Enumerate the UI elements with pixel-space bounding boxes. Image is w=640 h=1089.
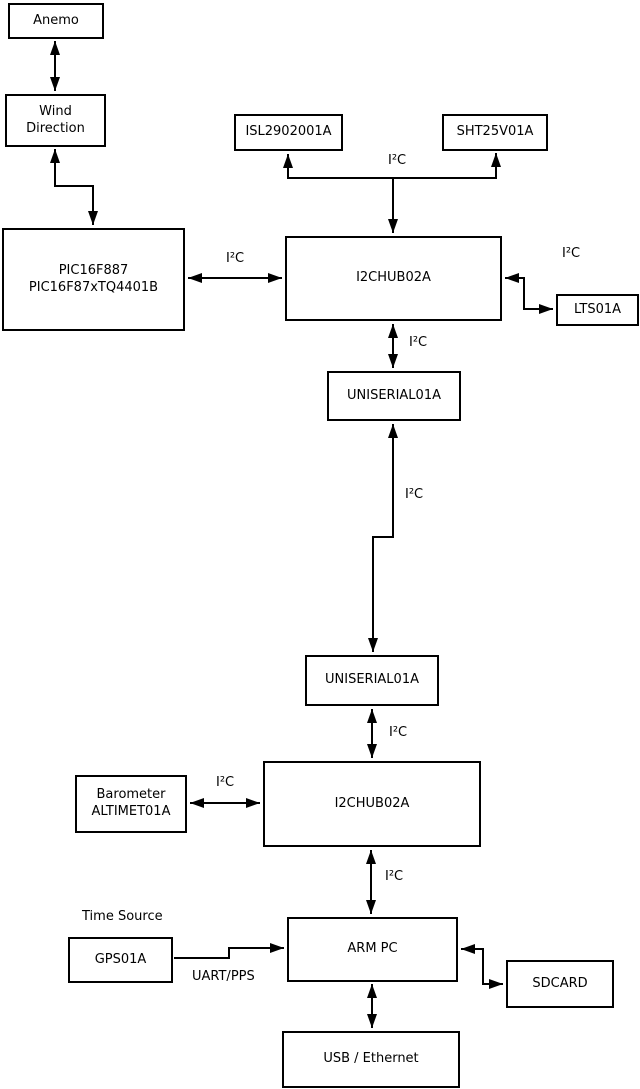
node-wind-direction-label-line2: Direction bbox=[26, 120, 85, 136]
node-usb-ethernet: USB / Ethernet bbox=[282, 1031, 460, 1088]
node-wind-direction: Wind Direction bbox=[5, 94, 106, 147]
node-uniserial-1: UNISERIAL01A bbox=[327, 371, 461, 421]
node-i2chub-2-label: I2CHUB02A bbox=[334, 795, 410, 811]
node-uniserial-2-label: UNISERIAL01A bbox=[325, 672, 419, 688]
node-uniserial-1-label: UNISERIAL01A bbox=[347, 387, 441, 403]
node-sdcard: SDCARD bbox=[506, 960, 614, 1008]
node-i2chub-2: I2CHUB02A bbox=[263, 761, 481, 847]
node-armpc-label: ARM PC bbox=[347, 941, 398, 957]
node-anemo: Anemo bbox=[8, 3, 104, 39]
node-barometer-label-line2: ALTIMET01A bbox=[91, 804, 171, 819]
node-pic: PIC16F887 PIC16F87xTQ4401B bbox=[2, 228, 185, 331]
edge-label-i2c-hub1-uni1: I²C bbox=[409, 335, 428, 350]
node-sdcard-label: SDCARD bbox=[532, 975, 588, 991]
node-pic-label-line2: PIC16F87xTQ4401B bbox=[28, 279, 159, 295]
edge-label-i2c-baro-hub2: I²C bbox=[216, 775, 235, 790]
node-pic-label-line1: PIC16F887 bbox=[58, 262, 129, 278]
node-isl: ISL2902001A bbox=[234, 114, 343, 151]
node-i2chub-1: I2CHUB02A bbox=[285, 236, 502, 321]
node-anemo-label: Anemo bbox=[33, 12, 79, 28]
node-uniserial-2: UNISERIAL01A bbox=[305, 655, 439, 706]
edge-label-i2c-pic-hub1: I²C bbox=[226, 251, 245, 266]
node-barometer-label-line1: Barometer bbox=[96, 787, 166, 803]
edge-label-uart-pps: UART/PPS bbox=[192, 969, 255, 984]
connector-armpc-sdcard bbox=[461, 944, 503, 989]
edge-label-i2c-hub1-lts: I²C bbox=[562, 246, 581, 261]
connector-gps-armpc bbox=[174, 943, 284, 959]
node-gps: GPS01A bbox=[68, 937, 173, 983]
annotation-time-source: Time Source bbox=[82, 909, 163, 924]
node-lts: LTS01A bbox=[556, 294, 639, 326]
connector-wind-pic bbox=[50, 149, 98, 225]
node-sht: SHT25V01A bbox=[442, 114, 548, 151]
connector-uniserial1-uniserial2 bbox=[368, 424, 398, 652]
node-i2chub-1-label: I2CHUB02A bbox=[356, 270, 431, 286]
node-isl-label: ISL2902001A bbox=[245, 124, 332, 140]
node-lts-label: LTS01A bbox=[573, 301, 622, 317]
edge-label-i2c-uni1-uni2: I²C bbox=[405, 487, 424, 502]
edge-label-i2c-uni2-hub2: I²C bbox=[389, 725, 408, 740]
node-sht-label: SHT25V01A bbox=[456, 124, 534, 140]
node-armpc: ARM PC bbox=[287, 917, 458, 982]
node-usb-ethernet-label: USB / Ethernet bbox=[323, 1051, 419, 1067]
node-wind-direction-label-line1: Wind bbox=[39, 103, 72, 119]
node-gps-label: GPS01A bbox=[94, 951, 147, 967]
edge-label-i2c-hub2-armpc: I²C bbox=[385, 869, 404, 884]
node-barometer: Barometer ALTIMET01A bbox=[75, 775, 187, 833]
connector-hub1-lts bbox=[505, 273, 553, 314]
edge-label-i2c-sensors: I²C bbox=[388, 153, 407, 168]
